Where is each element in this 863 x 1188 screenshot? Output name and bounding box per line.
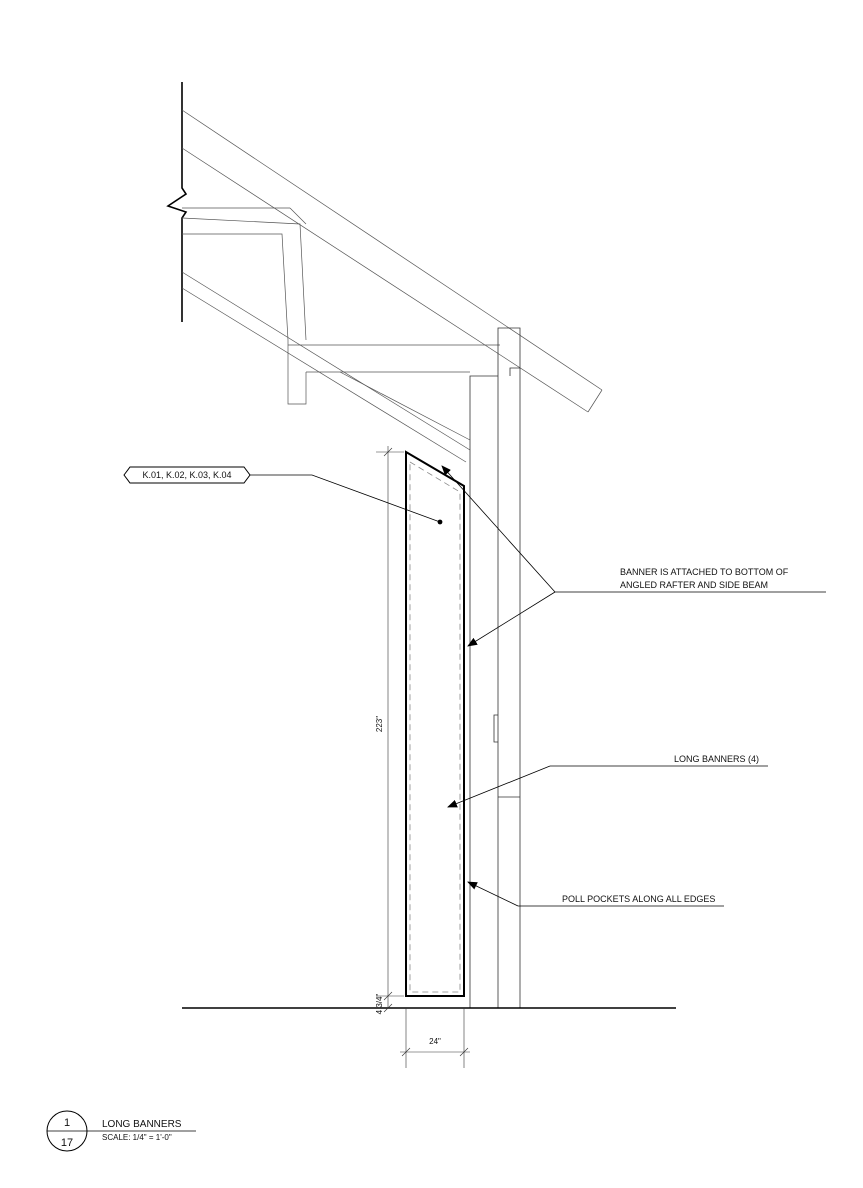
- attached-note-leader: [441, 465, 826, 647]
- pole-pockets-note-leader: [467, 881, 724, 907]
- sheet-number: 17: [61, 1137, 73, 1149]
- detail-title: LONG BANNERS: [102, 1119, 182, 1130]
- attached-note-line-2: ANGLED RAFTER AND SIDE BEAM: [620, 580, 768, 590]
- rafter-structure: [181, 109, 603, 463]
- pole-pockets-note: POLL POCKETS ALONG ALL EDGES: [562, 894, 715, 904]
- detail-scale: SCALE: 1/4" = 1'-0": [102, 1133, 172, 1142]
- long-banners-note-leader: [447, 765, 768, 808]
- width-dimension-label: 24": [429, 1037, 441, 1046]
- title-block: [46, 1110, 196, 1152]
- height-dimension: [376, 446, 404, 1013]
- detail-number: 1: [64, 1117, 70, 1129]
- attached-note-line-1: BANNER IS ATTACHED TO BOTTOM OF: [620, 567, 789, 577]
- wall-section: [166, 82, 188, 322]
- width-dimension: [400, 1008, 470, 1068]
- banner: [405, 450, 465, 997]
- height-dimension-label: 223": [375, 716, 384, 732]
- bottom-gap-dimension-label: 4 3/4": [375, 994, 384, 1015]
- tag-callout-label: K.01, K.02, K.03, K.04: [142, 470, 231, 480]
- long-banners-note: LONG BANNERS (4): [674, 754, 759, 764]
- post-and-beam: [469, 327, 521, 1008]
- tag-callout: [123, 466, 443, 525]
